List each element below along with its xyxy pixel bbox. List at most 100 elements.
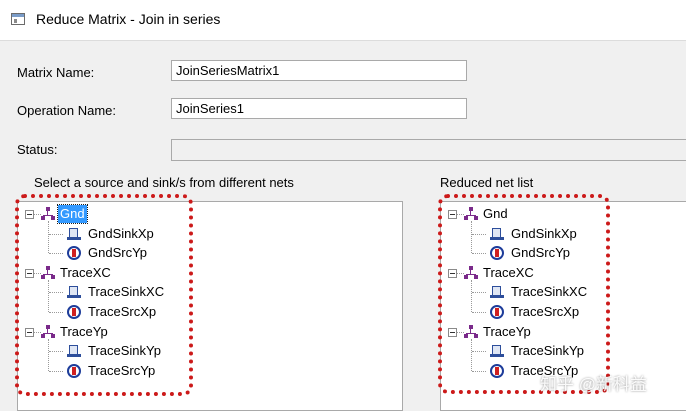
net-icon — [41, 265, 55, 280]
tree-connector — [48, 221, 49, 254]
sink-icon — [490, 285, 504, 299]
source-sink-caption: Select a source and sink/s from differen… — [34, 175, 294, 190]
tree-leaf-node[interactable]: GndSrcYp — [18, 244, 402, 262]
leaf-label: TraceSrcXp — [511, 304, 580, 319]
tree-connector — [472, 351, 486, 353]
leaf-label: TraceSinkXC — [511, 284, 588, 300]
tree-connector — [472, 370, 486, 372]
tree-connector — [471, 279, 472, 312]
net-label: Gnd — [57, 204, 88, 224]
leaf-label: GndSinkXp — [511, 225, 577, 241]
window-app-icon — [11, 13, 25, 25]
tree-leaf-node[interactable]: GndSrcYp — [441, 244, 686, 262]
tree-net-node[interactable]: Gnd — [18, 204, 402, 224]
tree-connector — [49, 370, 63, 372]
matrix-name-label: Matrix Name: — [17, 65, 95, 80]
tree-leaf-node[interactable]: TraceSinkYp — [441, 342, 686, 360]
dialog-body: Matrix Name: Operation Name: Status: Sel… — [0, 41, 686, 411]
source-icon — [490, 246, 504, 261]
tree-connector — [457, 331, 464, 333]
net-label: TraceXC — [60, 264, 111, 280]
leaf-label: TraceSinkYp — [88, 343, 161, 359]
leaf-label: TraceSrcYp — [88, 362, 156, 378]
tree-leaf-node[interactable]: TraceSrcXp — [18, 303, 402, 321]
tree-net-node[interactable]: Gnd — [441, 205, 686, 223]
watermark: 知乎 @新科益 — [540, 375, 647, 394]
tree-leaf-node[interactable]: TraceSinkXC — [441, 283, 686, 301]
source-icon — [67, 305, 81, 319]
sink-icon — [490, 344, 504, 358]
tree-connector — [34, 272, 41, 274]
tree-connector — [471, 338, 472, 371]
title-bar: Reduce Matrix - Join in series — [0, 0, 686, 41]
tree-connector — [457, 214, 464, 215]
status-label: Status: — [17, 142, 58, 157]
tree-connector — [34, 331, 41, 333]
status-field — [171, 139, 686, 161]
tree-leaf-node[interactable]: GndSinkXp — [18, 225, 402, 243]
tree-net-node[interactable]: TraceXC — [441, 264, 686, 282]
left-highlight-box — [15, 194, 193, 396]
net-label: TraceYp — [483, 323, 531, 339]
matrix-name-field[interactable] — [171, 60, 467, 81]
leaf-label: GndSrcYp — [88, 245, 148, 261]
tree-connector — [49, 253, 63, 255]
tree-connector — [49, 233, 63, 235]
net-label: TraceXC — [483, 264, 534, 280]
tree-connector — [472, 253, 486, 255]
sink-icon — [67, 227, 81, 241]
reduced-net-list-caption: Reduced net list — [440, 175, 534, 190]
leaf-label: TraceSrcYp — [511, 362, 579, 378]
tree-leaf-node[interactable]: TraceSrcXp — [441, 303, 686, 321]
right-highlight-box — [438, 194, 610, 394]
tree-connector — [48, 279, 49, 312]
window-title: Reduce Matrix - Join in series — [36, 11, 221, 27]
leaf-label: TraceSrcXp — [88, 304, 157, 319]
tree-leaf-node[interactable]: TraceSrcYp — [441, 362, 686, 380]
tree-leaf-node[interactable]: TraceSrcYp — [18, 362, 402, 380]
tree-connector — [49, 351, 63, 353]
tree-connector — [49, 312, 63, 313]
sink-icon — [490, 227, 504, 241]
net-icon — [464, 324, 478, 339]
source-icon — [67, 246, 81, 261]
tree-net-node[interactable]: TraceYp — [441, 323, 686, 341]
net-label: Gnd — [483, 206, 508, 221]
tree-net-node[interactable]: TraceYp — [18, 323, 402, 341]
net-icon — [41, 324, 55, 339]
collapse-toggle-icon[interactable] — [25, 210, 34, 219]
tree-connector — [471, 221, 472, 254]
leaf-label: TraceSinkXC — [88, 284, 165, 300]
sink-icon — [67, 344, 81, 358]
tree-leaf-node[interactable]: GndSinkXp — [441, 225, 686, 243]
leaf-label: TraceSinkYp — [511, 343, 584, 359]
tree-connector — [48, 338, 49, 371]
collapse-toggle-icon[interactable] — [448, 268, 457, 278]
tree-net-node[interactable]: TraceXC — [18, 264, 402, 282]
net-label: TraceYp — [60, 323, 108, 339]
tree-connector — [49, 292, 63, 294]
tree-leaf-node[interactable]: TraceSinkYp — [18, 342, 402, 360]
source-icon — [67, 363, 81, 378]
source-icon — [490, 305, 504, 319]
source-icon — [490, 363, 504, 378]
collapse-toggle-icon[interactable] — [25, 327, 34, 337]
operation-name-field[interactable] — [171, 98, 467, 119]
net-icon — [41, 207, 55, 221]
tree-connector — [472, 292, 486, 294]
tree-connector — [472, 312, 486, 313]
tree-leaf-node[interactable]: TraceSinkXC — [18, 283, 402, 301]
tree-connector — [457, 272, 464, 274]
net-icon — [464, 207, 478, 221]
leaf-label: GndSrcYp — [511, 245, 571, 261]
sink-icon — [67, 285, 81, 299]
collapse-toggle-icon[interactable] — [448, 210, 457, 219]
net-icon — [464, 265, 478, 280]
collapse-toggle-icon[interactable] — [25, 268, 34, 278]
collapse-toggle-icon[interactable] — [448, 327, 457, 337]
tree-connector — [34, 214, 41, 215]
leaf-label: GndSinkXp — [88, 225, 154, 241]
tree-connector — [472, 233, 486, 235]
operation-name-label: Operation Name: — [17, 103, 116, 118]
